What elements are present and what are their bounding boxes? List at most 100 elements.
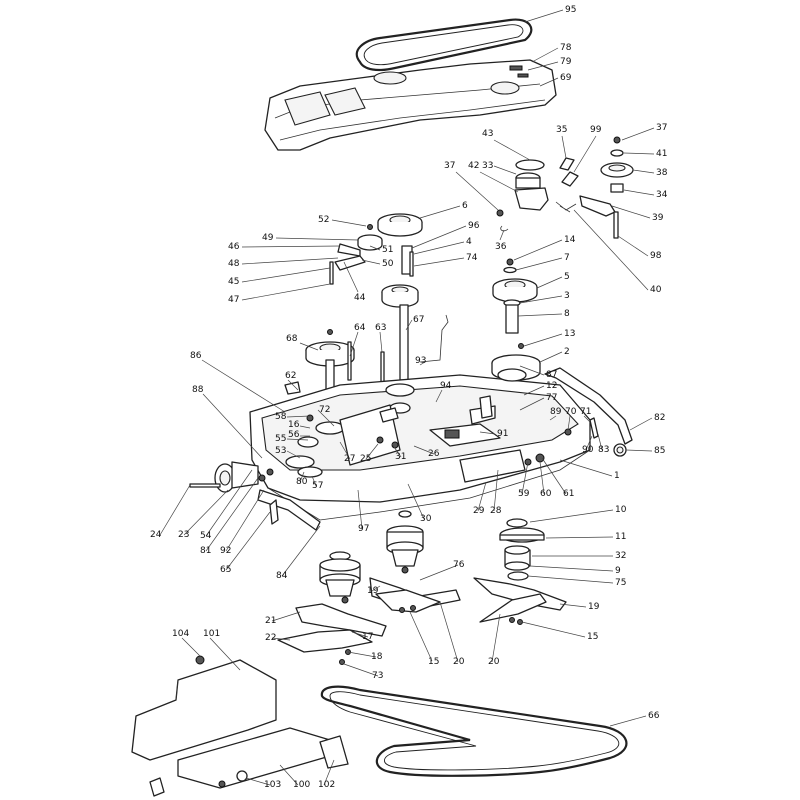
- callout-48: 48: [228, 259, 240, 269]
- callout-51: 51: [382, 245, 393, 255]
- callout-28: 28: [490, 506, 502, 516]
- callout-61: 61: [563, 489, 574, 499]
- leader-line-65: [479, 431, 496, 435]
- leader-line-79: [407, 483, 425, 520]
- callout-85: 85: [654, 446, 665, 456]
- leader-line-48: [523, 385, 545, 396]
- callout-72: 72: [319, 405, 330, 415]
- leader-line-3: [527, 61, 559, 71]
- leader-line-49: [519, 397, 545, 411]
- leader-line-22: [411, 225, 467, 249]
- callout-5: 5: [564, 272, 570, 282]
- leader-line-14: [479, 171, 519, 193]
- leader-line-5: [493, 139, 531, 161]
- callout-50: 50: [382, 259, 394, 269]
- leader-line-76: [225, 489, 265, 552]
- callout-29: 29: [473, 506, 485, 516]
- callout-22: 22: [265, 633, 276, 643]
- callout-14: 14: [564, 235, 576, 245]
- callout-16: 16: [288, 420, 300, 430]
- leader-line-19: [419, 205, 461, 219]
- callout-17: 17: [362, 632, 373, 642]
- callout-90: 90: [582, 445, 594, 455]
- leader-line-27: [361, 259, 381, 265]
- leader-line-86: [545, 536, 614, 539]
- leader-line-23: [241, 245, 341, 248]
- callout-11: 11: [615, 532, 626, 542]
- leader-line-73: [183, 489, 229, 536]
- callout-15-right: 15: [587, 632, 598, 642]
- callout-103: 103: [264, 780, 281, 790]
- spindle-housing-left: [319, 551, 361, 604]
- callout-13: 13: [564, 329, 575, 339]
- leader-line-50: [202, 393, 263, 459]
- callout-89: 89: [550, 407, 562, 417]
- callout-63: 63: [375, 323, 386, 333]
- leader-line-68: [625, 449, 653, 452]
- leader-line-24: [369, 245, 381, 251]
- idler-pulley-right: [555, 136, 634, 239]
- callout-12: 12: [546, 381, 557, 391]
- callout-99: 99: [590, 125, 602, 135]
- callout-9: 9: [615, 566, 621, 576]
- leader-line-98: [409, 611, 433, 662]
- callout-88: 88: [192, 385, 204, 395]
- leader-line-90: [529, 565, 614, 572]
- callout-38: 38: [656, 168, 668, 178]
- leader-line-100: [439, 601, 459, 663]
- left-spindle-top: [284, 329, 385, 395]
- leader-line-92: [371, 585, 381, 592]
- callout-53: 53: [275, 446, 286, 456]
- callout-1: 1: [614, 471, 620, 481]
- leader-line-8: [621, 127, 655, 141]
- leader-line-44: [419, 361, 426, 366]
- leader-line-33: [515, 257, 563, 271]
- callout-66: 66: [648, 711, 660, 721]
- callout-4: 4: [466, 237, 472, 247]
- leader-line-40: [379, 331, 383, 353]
- leader-line-89: [419, 564, 459, 581]
- callout-83: 83: [598, 445, 609, 455]
- callout-58: 58: [275, 412, 287, 422]
- callout-87: 87: [546, 370, 557, 380]
- callout-25: 25: [360, 454, 371, 464]
- leader-line-99: [521, 621, 586, 638]
- callout-34: 34: [656, 190, 668, 200]
- leader-line-107: [245, 777, 271, 786]
- callout-65: 65: [220, 565, 231, 575]
- leader-line-53: [567, 415, 571, 431]
- leader-line-93: [559, 603, 587, 608]
- belt-cover: [264, 59, 557, 151]
- leader-line-6: [561, 135, 567, 159]
- callout-39: 39: [652, 213, 664, 223]
- leader-line-80: [477, 481, 487, 512]
- callout-101: 101: [203, 629, 220, 639]
- leader-line-72: [159, 484, 191, 536]
- callout-15-center: 15: [428, 657, 439, 667]
- leader-line-21: [275, 237, 359, 241]
- callout-80: 80: [296, 477, 308, 487]
- leader-line-77: [225, 511, 271, 571]
- callout-labels: 95 78 79 69 43 35 99 37 41 38 34 39 33 4…: [150, 5, 668, 790]
- callout-36: 36: [495, 242, 507, 252]
- callout-10: 10: [615, 505, 627, 515]
- leader-line-66: [585, 435, 593, 451]
- leader-line-106: [279, 764, 299, 786]
- leader-line-59: [286, 438, 309, 441]
- leader-line-25: [413, 241, 465, 255]
- callout-97: 97: [358, 524, 369, 534]
- leader-line-71: [559, 459, 613, 477]
- idler-arm-assembly-upper: [496, 159, 549, 232]
- callout-68: 68: [286, 334, 298, 344]
- callout-59: 59: [518, 489, 530, 499]
- callout-35: 35: [556, 125, 567, 135]
- leader-line-45: [287, 379, 299, 391]
- leader-line-17: [617, 235, 649, 257]
- callout-40: 40: [650, 285, 662, 295]
- callout-91: 91: [497, 429, 508, 439]
- leader-line-29: [241, 267, 331, 283]
- callout-6: 6: [462, 201, 468, 211]
- callout-42: 42: [468, 161, 479, 171]
- leader-line-12: [611, 205, 651, 219]
